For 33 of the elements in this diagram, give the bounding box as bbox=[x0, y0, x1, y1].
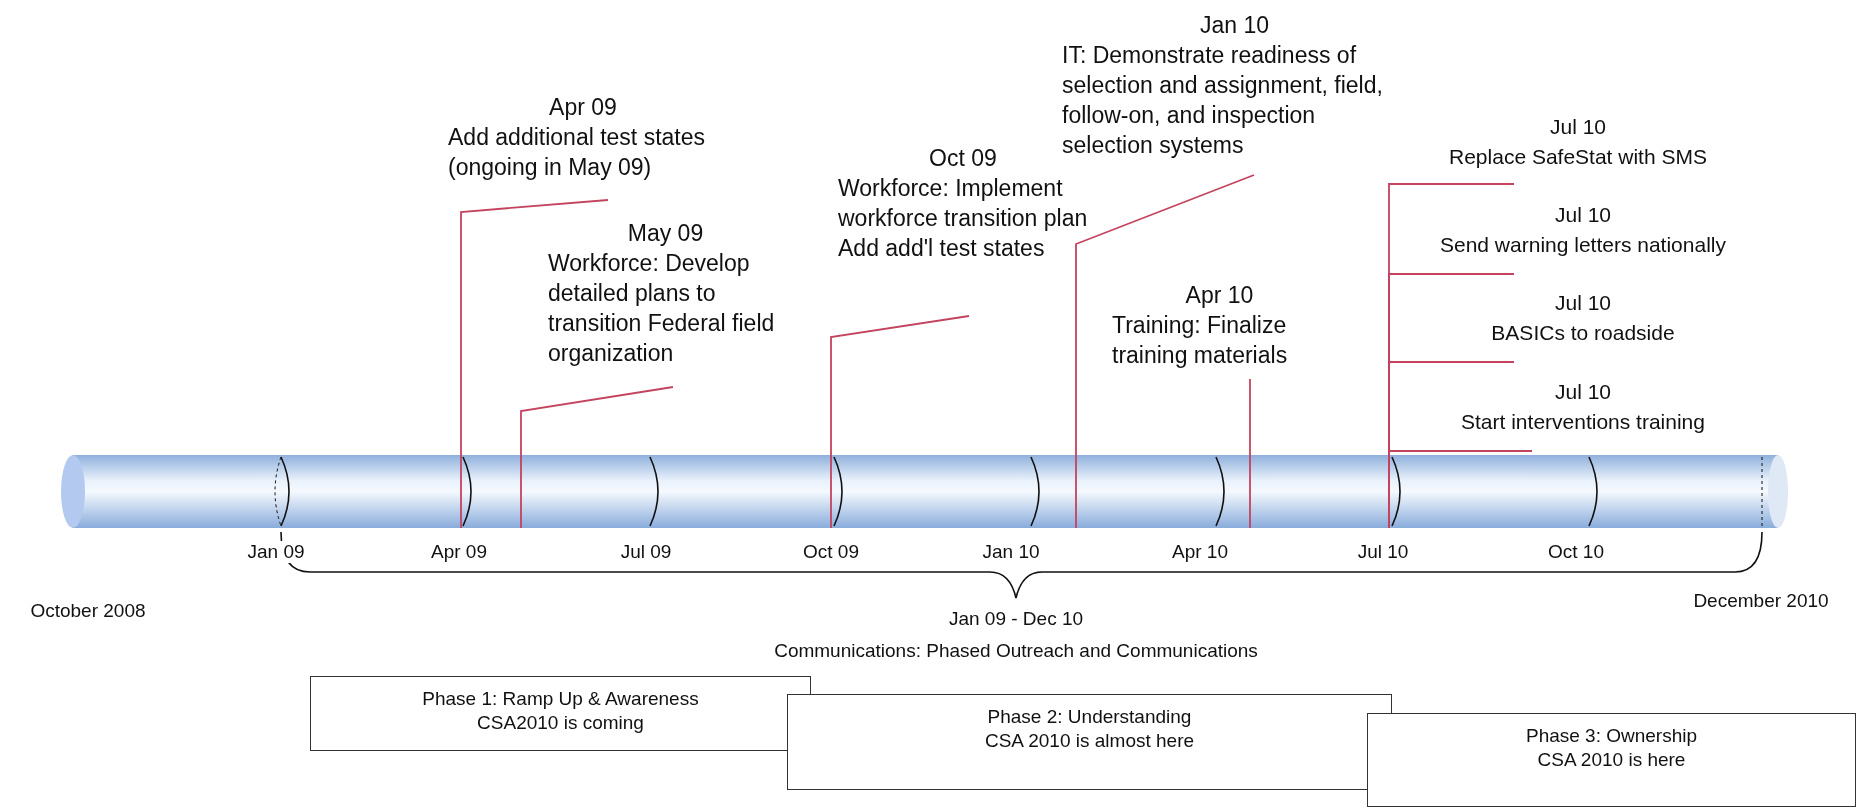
milestone-text: Workforce: Develop detailed plans to transition Federal field organization bbox=[548, 249, 776, 368]
phase-title: Phase 3: Ownership bbox=[1524, 724, 1699, 748]
leader-line bbox=[830, 315, 970, 529]
milestone-date: Jul 10 bbox=[1554, 202, 1611, 228]
milestone-text: Replace SafeStat with SMS bbox=[1449, 144, 1707, 170]
milestone-date: Jul 10 bbox=[1554, 290, 1611, 316]
leader-line bbox=[520, 386, 674, 529]
leader-line bbox=[1075, 174, 1255, 529]
milestone-date: May 09 bbox=[627, 219, 704, 248]
milestone-date: Apr 09 bbox=[549, 93, 617, 122]
phase-title: Phase 1: Ramp Up & Awareness bbox=[421, 687, 700, 711]
milestone-text: Start interventions training bbox=[1461, 409, 1705, 435]
milestone-date: Jul 10 bbox=[1554, 379, 1611, 405]
phase-box bbox=[1367, 713, 1856, 807]
tick-label: Jan 09 bbox=[245, 541, 307, 563]
milestone-date: Apr 10 bbox=[1185, 281, 1254, 310]
milestone-date: Oct 09 bbox=[929, 144, 997, 173]
phase-box bbox=[310, 676, 811, 751]
phase-subtitle: CSA 2010 is almost here bbox=[983, 729, 1196, 753]
milestone-date: Jul 10 bbox=[1549, 114, 1606, 140]
leader-line bbox=[460, 199, 609, 529]
milestone-text: Add additional test states (ongoing in May 09) bbox=[448, 123, 706, 182]
phase-title: Phase 2: Understanding bbox=[986, 705, 1193, 729]
milestone-text: Send warning letters nationally bbox=[1440, 232, 1726, 258]
milestone-text: IT: Demonstrate readiness of selection and assignment, field, follow-on, and inspection selection systems bbox=[1062, 41, 1384, 160]
phase-box bbox=[787, 694, 1392, 790]
phase-subtitle: CSA2010 is coming bbox=[476, 711, 645, 735]
phase-subtitle: CSA 2010 is here bbox=[1536, 748, 1687, 772]
milestone-date: Jan 10 bbox=[1199, 11, 1270, 40]
milestone-text: Training: Finalize training materials bbox=[1112, 311, 1289, 370]
milestone-text: BASICs to roadside bbox=[1491, 320, 1675, 346]
milestone-text: Workforce: Implement workforce transition plan Add add'l test states bbox=[838, 174, 1088, 263]
leader-line bbox=[1249, 378, 1251, 529]
